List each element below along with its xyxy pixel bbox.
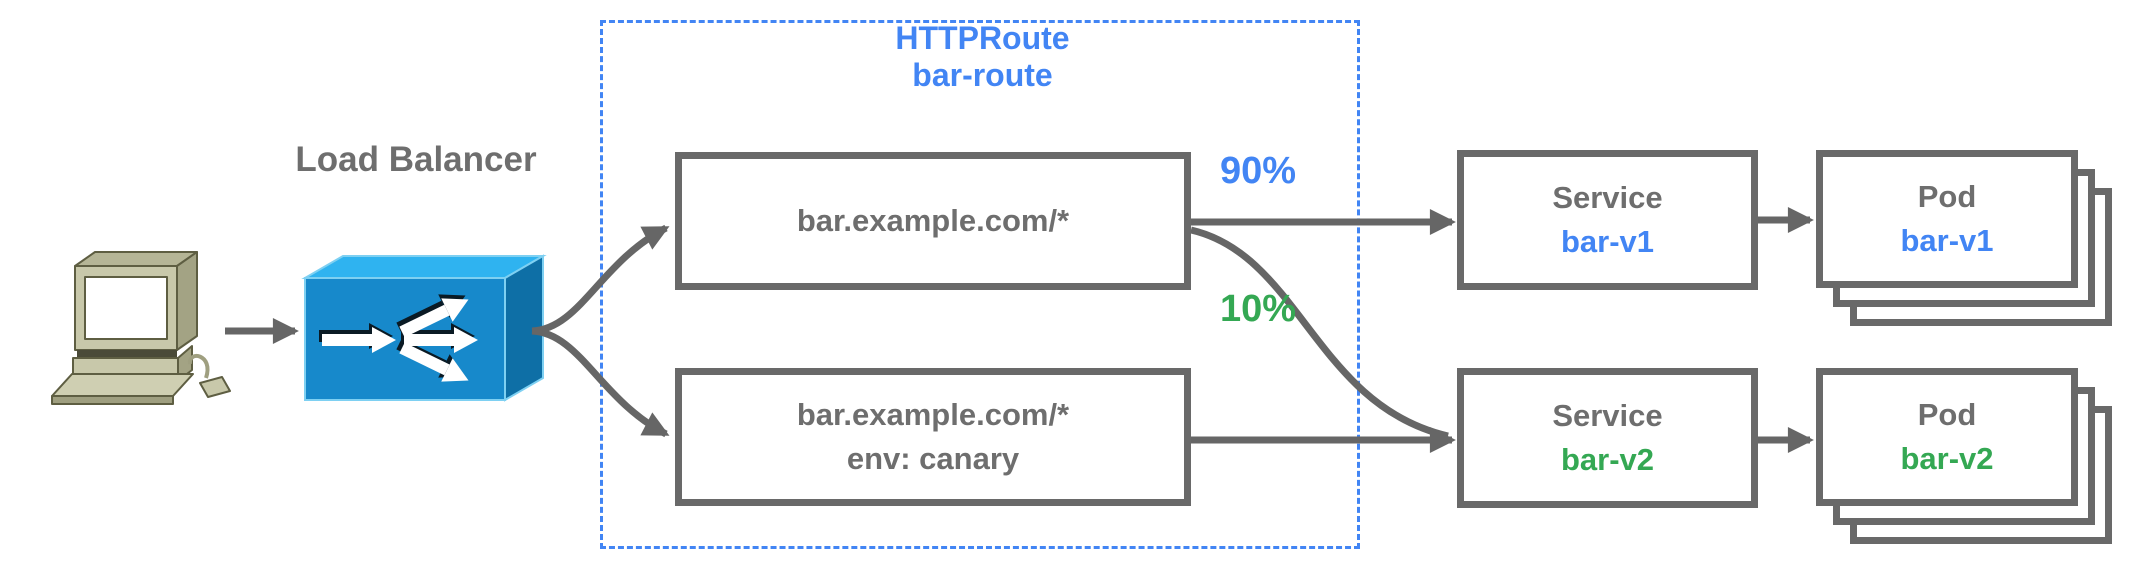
service-bar-v2-kind-label: Service	[1552, 398, 1663, 433]
route-rule-canary-header-label: env: canary	[846, 441, 1020, 476]
weight-10-label: 10%	[1219, 288, 1297, 330]
pod-bar-v2-kind-label: Pod	[1917, 397, 1977, 432]
pod-bar-v2-stack: Pod bar-v2	[1816, 368, 2126, 558]
load-balancer-icon	[301, 254, 547, 402]
route-rule-canary-match-label: bar.example.com/*	[796, 397, 1070, 432]
pod-bar-v2-name-label: bar-v2	[1900, 441, 1994, 476]
httproute-name-label: bar-route	[912, 57, 1053, 93]
service-bar-v1-box: Service bar-v1	[1457, 150, 1758, 290]
desktop-computer-icon	[51, 251, 231, 405]
curve-rule1-to-service2	[1190, 226, 1449, 440]
route-rule-primary-box: bar.example.com/*	[675, 152, 1191, 290]
arrow-lb-to-rule2	[531, 327, 670, 438]
route-rule-primary-match-label: bar.example.com/*	[796, 203, 1070, 238]
load-balancer-label: Load Balancer	[295, 140, 537, 179]
weight-90-label: 90%	[1219, 150, 1297, 192]
service-bar-v1-name-label: bar-v1	[1560, 224, 1655, 259]
pod-bar-v2-box: Pod bar-v2	[1816, 368, 2078, 506]
pod-bar-v1-kind-label: Pod	[1917, 179, 1977, 214]
pod-bar-v1-name-label: bar-v1	[1900, 223, 1994, 258]
httproute-kind-label: HTTPRoute	[895, 20, 1070, 56]
pod-bar-v1-box: Pod bar-v1	[1816, 150, 2078, 288]
service-bar-v2-name-label: bar-v2	[1560, 442, 1655, 477]
service-bar-v2-box: Service bar-v2	[1457, 368, 1758, 508]
route-rule-canary-box: bar.example.com/* env: canary	[675, 368, 1191, 506]
pod-bar-v1-stack: Pod bar-v1	[1816, 150, 2126, 340]
service-bar-v1-kind-label: Service	[1552, 180, 1663, 215]
arrow-lb-to-rule1	[531, 224, 670, 335]
httproute-title: HTTPRoute bar-route	[810, 20, 1155, 94]
